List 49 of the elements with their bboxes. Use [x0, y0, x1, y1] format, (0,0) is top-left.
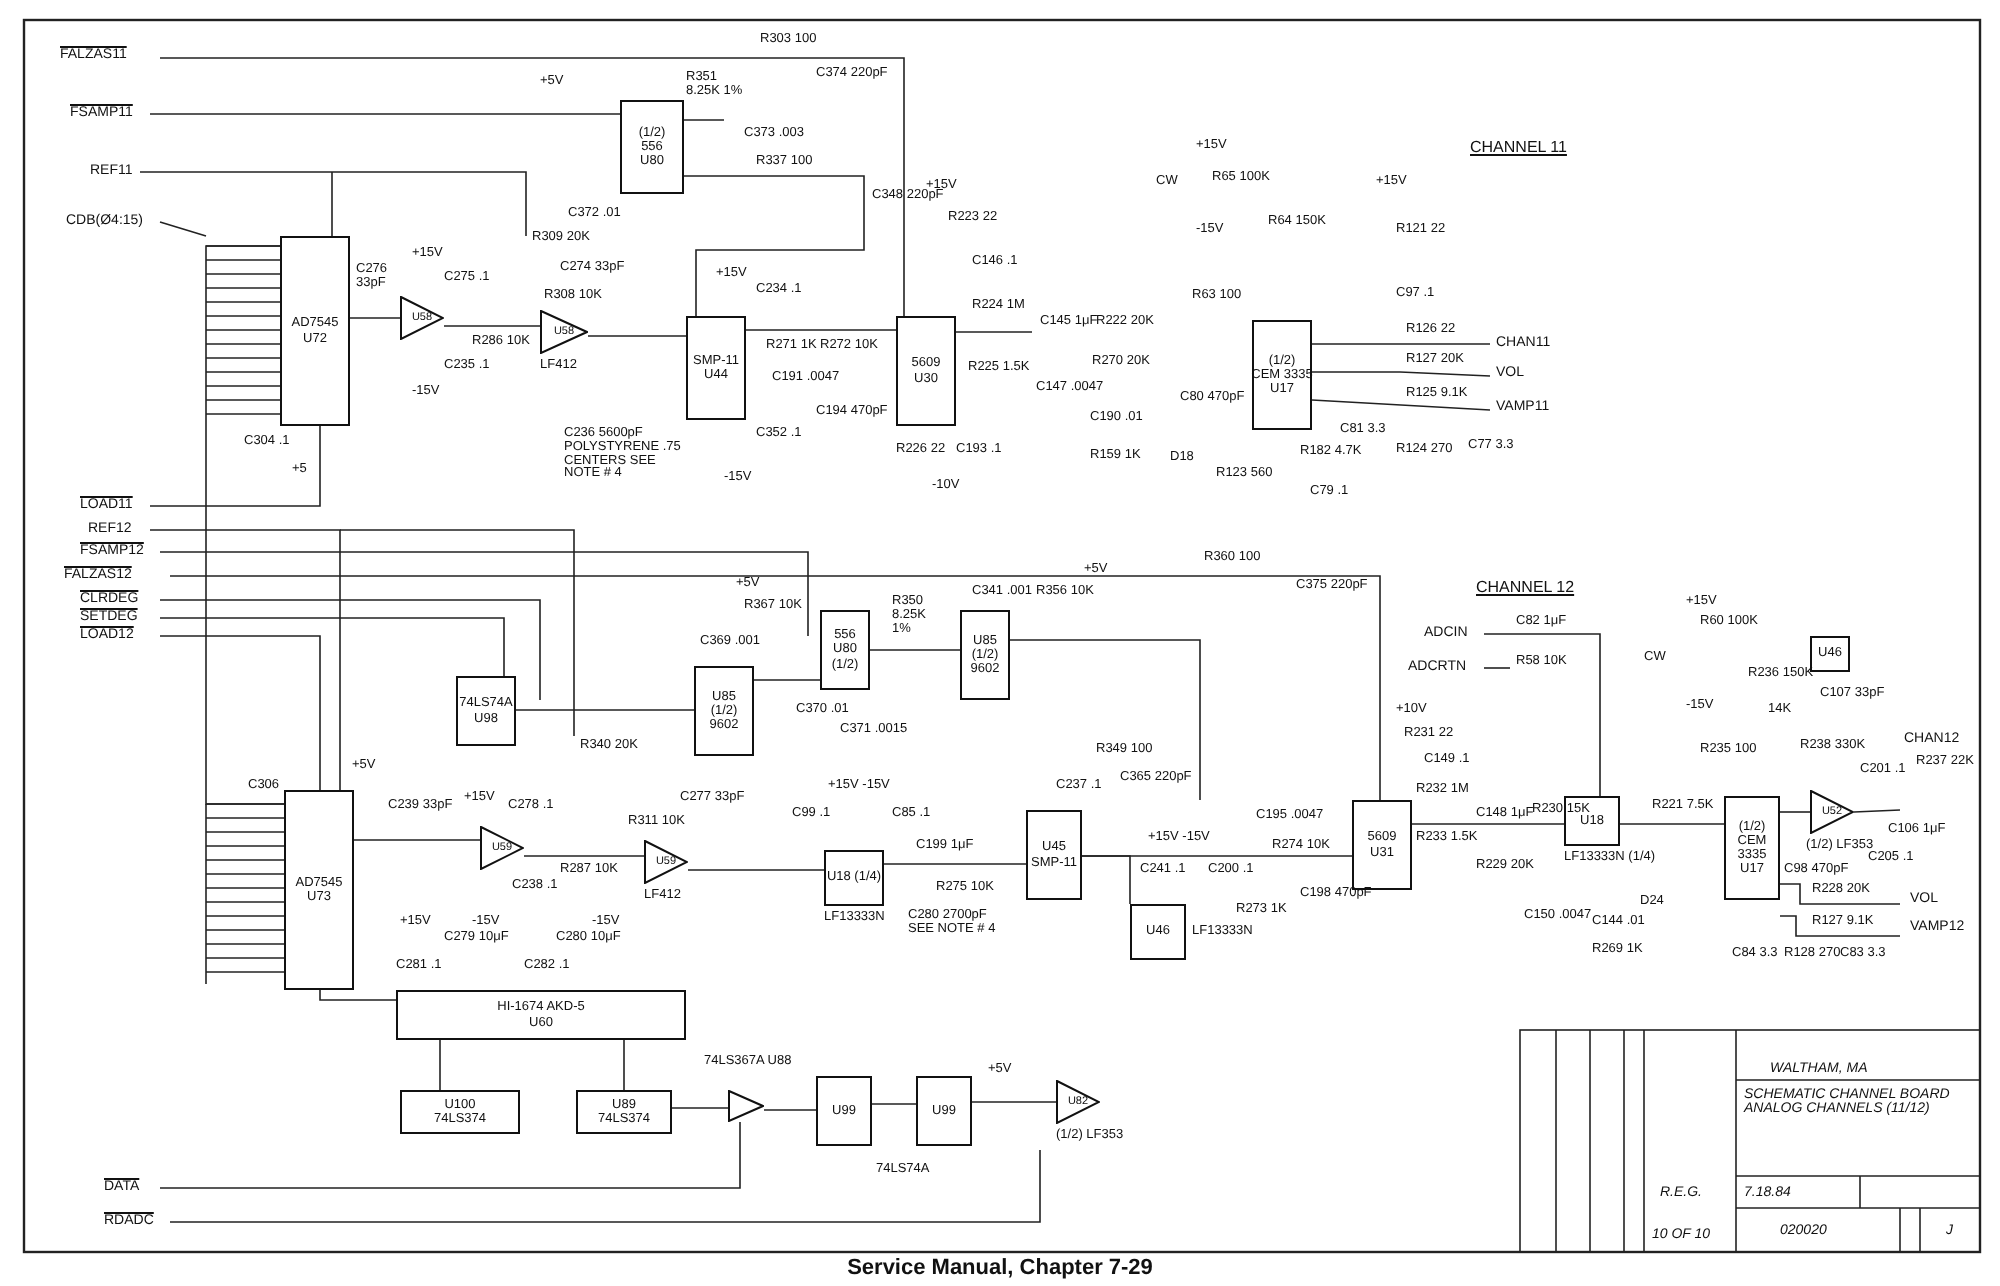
wire: [871, 1103, 917, 1105]
ic-chip: [620, 100, 684, 194]
ic-chip: [1026, 810, 1082, 900]
ic-chip: [896, 316, 956, 426]
wire: [205, 245, 285, 805]
ic-chip: [1252, 320, 1312, 430]
ic-chip: [456, 676, 516, 746]
wire: [1081, 855, 1353, 857]
wire: [587, 335, 687, 337]
wire: [869, 649, 961, 651]
wire: [683, 175, 865, 317]
caption: Service Manual, Chapter 7-29: [845, 1256, 1155, 1280]
ic-chip: [694, 666, 754, 756]
wire: [319, 989, 397, 1001]
wire: [763, 1109, 817, 1111]
wire: [1779, 811, 1811, 813]
wire: [349, 317, 401, 319]
wire: [671, 1107, 729, 1109]
ic-chip: [576, 1090, 672, 1134]
wire: [883, 863, 1027, 865]
wire: [353, 839, 481, 841]
wire: [439, 1039, 441, 1091]
ic-chip: [960, 610, 1010, 700]
wire: [753, 679, 821, 681]
ic-chip: [1724, 796, 1780, 900]
ic-chip: [396, 990, 686, 1040]
ic-chip: [916, 1076, 972, 1146]
ic-chip: [1352, 800, 1412, 890]
ic-chip: [1810, 636, 1850, 672]
wire: [523, 855, 645, 857]
ic-chip: [686, 316, 746, 420]
wire: [515, 709, 695, 711]
wire: [1411, 823, 1565, 825]
ic-chip: [816, 1076, 872, 1146]
channel-heading: CHANNEL 12: [1476, 580, 1575, 597]
wire: [623, 1039, 625, 1091]
wire: [971, 1101, 1057, 1103]
ic-chip: [280, 236, 350, 426]
ic-chip: [820, 610, 870, 690]
ic-chip: [824, 850, 884, 906]
ic-chip: [284, 790, 354, 990]
wire: [1619, 823, 1725, 825]
ic-chip: [1130, 904, 1186, 960]
ic-chip: [400, 1090, 520, 1134]
wire: [443, 325, 541, 327]
ic-chip: [1564, 796, 1620, 846]
wire: [745, 329, 897, 331]
wire: [687, 869, 825, 871]
channel-heading: CHANNEL 11: [1470, 140, 1567, 157]
